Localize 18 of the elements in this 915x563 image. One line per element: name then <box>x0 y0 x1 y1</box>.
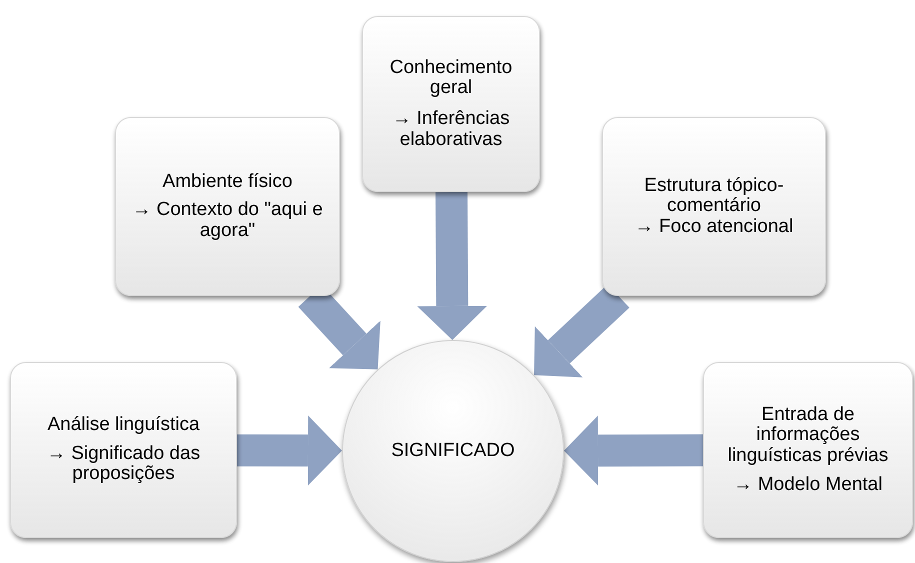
box-heading: Ambiente físico <box>162 172 292 192</box>
info-box <box>362 16 540 192</box>
box-heading: Análise linguística <box>47 415 200 436</box>
box-heading: Entrada de informações linguísticas prévias <box>726 404 890 467</box>
box-note: → Inferências elaborativas <box>391 109 511 150</box>
info-box <box>703 362 913 538</box>
block-arrow <box>236 416 342 486</box>
info-box <box>10 362 237 538</box>
box-note: → Modelo Mental <box>734 474 882 496</box>
box-heading: Estrutura tópico-comentário <box>643 176 785 217</box>
info-box <box>602 117 826 296</box>
info-box <box>115 117 340 296</box>
box-note: → Significado das proposições <box>46 444 202 485</box>
block-arrow <box>417 192 488 340</box>
box-note: → Contexto do "aqui e agora" <box>131 200 324 242</box>
box-note: → Foco atencional <box>634 216 794 238</box>
box-heading: Conhecimento geral <box>388 58 514 99</box>
box-heading: SIGNIFICADO <box>391 440 515 462</box>
